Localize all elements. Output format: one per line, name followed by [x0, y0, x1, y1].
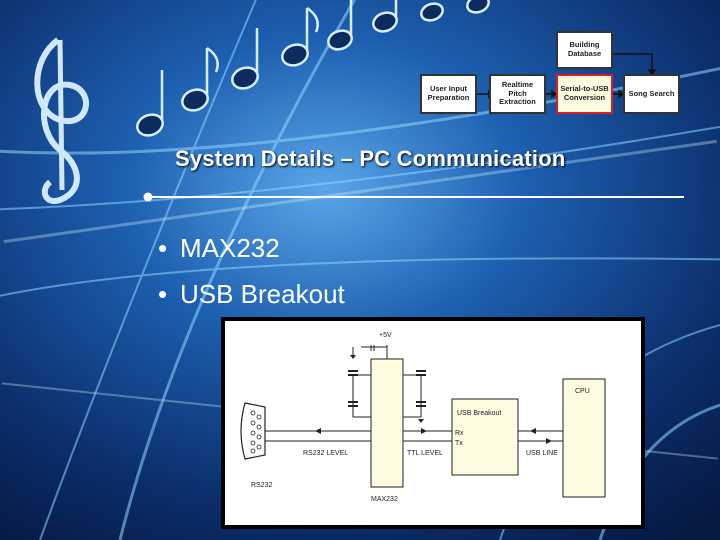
- usb-line-label: USB LINE: [526, 450, 558, 457]
- max232-label: MAX232: [371, 496, 398, 503]
- note-icon: [281, 43, 309, 67]
- flow-box-serial-usb: Serial-to-USB Conversion: [556, 74, 613, 114]
- note-icon: [181, 88, 209, 112]
- rs232-label: RS232: [251, 482, 273, 489]
- rs232-level-label: RS232 LEVEL: [303, 450, 348, 457]
- cpu-block: [562, 378, 606, 498]
- ttl-level-label: TTL LEVEL: [407, 450, 443, 457]
- flow-box-label: Serial-to-USB Conversion: [560, 84, 609, 102]
- flow-box-label: Realtime Pitch Extraction: [499, 80, 536, 107]
- slide-title: System Details – PC Communication: [175, 146, 566, 171]
- cpu-label: CPU: [575, 388, 590, 395]
- bullet-dot-icon: •: [158, 279, 168, 309]
- flow-box-label: User Input Preparation: [427, 84, 470, 102]
- flow-box-building-database: Building Database: [556, 31, 613, 69]
- bullet-text: USB Breakout: [180, 279, 345, 309]
- divider-dot: [143, 192, 153, 202]
- note-icon: [466, 0, 490, 14]
- tx-label: Tx: [455, 440, 463, 447]
- note-icon: [231, 66, 259, 90]
- usb-breakout-chip: [451, 398, 519, 476]
- usb-breakout-label: USB Breakout: [457, 410, 501, 417]
- vcc-label: +5V: [379, 332, 392, 339]
- circuit-diagram: +5V USB Breakout Rx Tx CPU RS232 LEVEL T…: [221, 317, 645, 529]
- note-icon: [136, 113, 164, 137]
- max232-chip: [370, 358, 404, 488]
- rx-label: Rx: [455, 430, 464, 437]
- bullet-list: • MAX232 • USB Breakout: [158, 228, 345, 320]
- bullet-dot-icon: •: [158, 233, 168, 263]
- bullet-item: • MAX232: [158, 228, 345, 274]
- circuit-schematic: +5V USB Breakout Rx Tx CPU RS232 LEVEL T…: [225, 321, 641, 525]
- flow-box-user-input: User Input Preparation: [420, 74, 477, 114]
- bullet-text: MAX232: [180, 233, 280, 263]
- flow-box-song-search: Song Search: [623, 74, 680, 114]
- flow-box-realtime-pitch: Realtime Pitch Extraction: [489, 74, 546, 114]
- flow-box-label: Song Search: [628, 88, 675, 98]
- note-icon: [420, 2, 444, 22]
- bullet-item: • USB Breakout: [158, 274, 345, 320]
- treble-clef-icon: [34, 37, 89, 204]
- flow-box-label: Building Database: [567, 40, 602, 58]
